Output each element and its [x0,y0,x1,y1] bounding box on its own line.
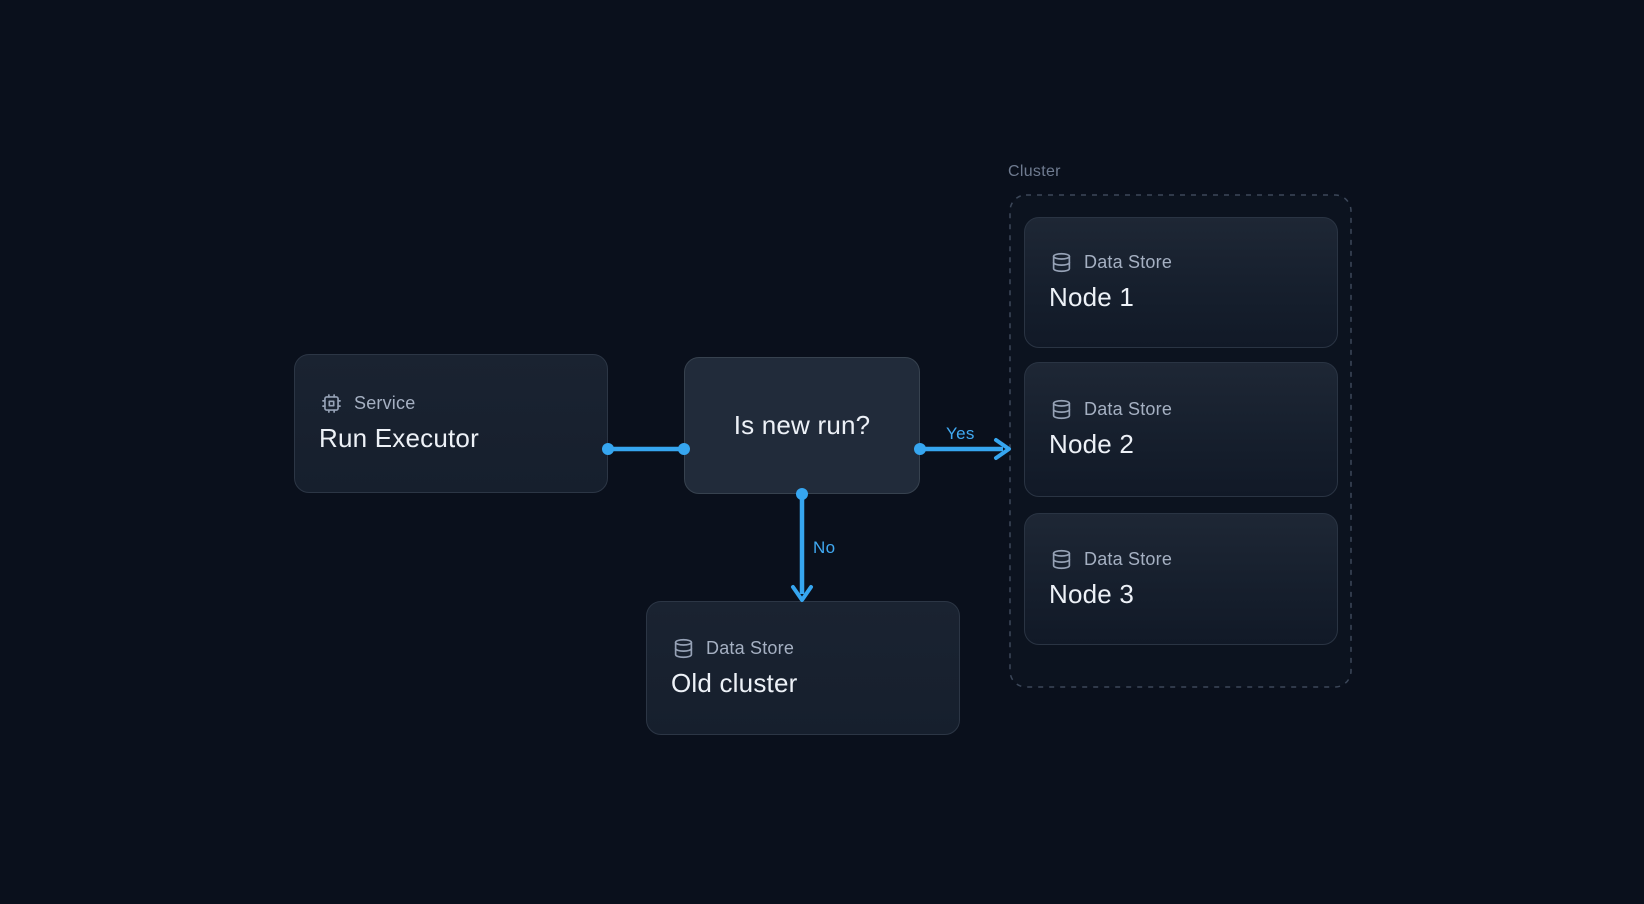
database-icon [1051,549,1072,570]
edge-decision-to-cluster-yes[interactable] [914,438,1011,460]
database-icon [1051,252,1072,273]
node-decision[interactable]: Is new run? [684,357,920,494]
node-type-row: Service [321,393,583,414]
node-title: Node 1 [1049,282,1135,312]
node-type-label: Data Store [1084,548,1173,569]
cpu-icon [321,393,342,414]
node-type-label: Data Store [1084,399,1173,419]
node-title: Node 2 [1049,429,1135,459]
arrowhead-down-icon [791,585,813,602]
node-title: Old cluster [671,667,798,698]
node-type-label: Data Store [1084,252,1173,272]
edge-runexecutor-to-decision[interactable] [602,443,690,455]
edge-decision-to-oldcluster-no[interactable] [791,488,813,602]
node-cluster-node-1[interactable]: Data Store Node 1 [1024,217,1338,348]
cluster-label: Cluster [1008,163,1061,180]
edge-label-yes: Yes [946,424,975,443]
node-old-cluster[interactable]: Data Store Old cluster [646,601,960,735]
node-type-label: Service [354,393,416,413]
cluster-dashed-border [1009,194,1352,688]
edge-label-no: No [813,538,836,557]
node-type-row: Data Store [1051,549,1313,570]
node-run-executor[interactable]: Service Run Executor [294,354,608,493]
node-type-row: Data Store [673,638,935,659]
node-type-label: Data Store [706,637,795,658]
arrowhead-right-icon [994,438,1011,460]
node-title: Node 3 [1049,578,1135,609]
node-cluster-node-2[interactable]: Data Store Node 2 [1024,362,1338,497]
database-icon [1051,399,1072,420]
database-icon [673,638,694,659]
node-title: Run Executor [319,423,479,453]
node-title: Is new run? [733,410,871,440]
node-cluster-node-3[interactable]: Data Store Node 3 [1024,513,1338,645]
node-type-row: Data Store [1051,399,1313,420]
node-type-row: Data Store [1051,252,1313,273]
cluster-group[interactable]: Cluster Data Store Node 1 [1008,163,1352,688]
